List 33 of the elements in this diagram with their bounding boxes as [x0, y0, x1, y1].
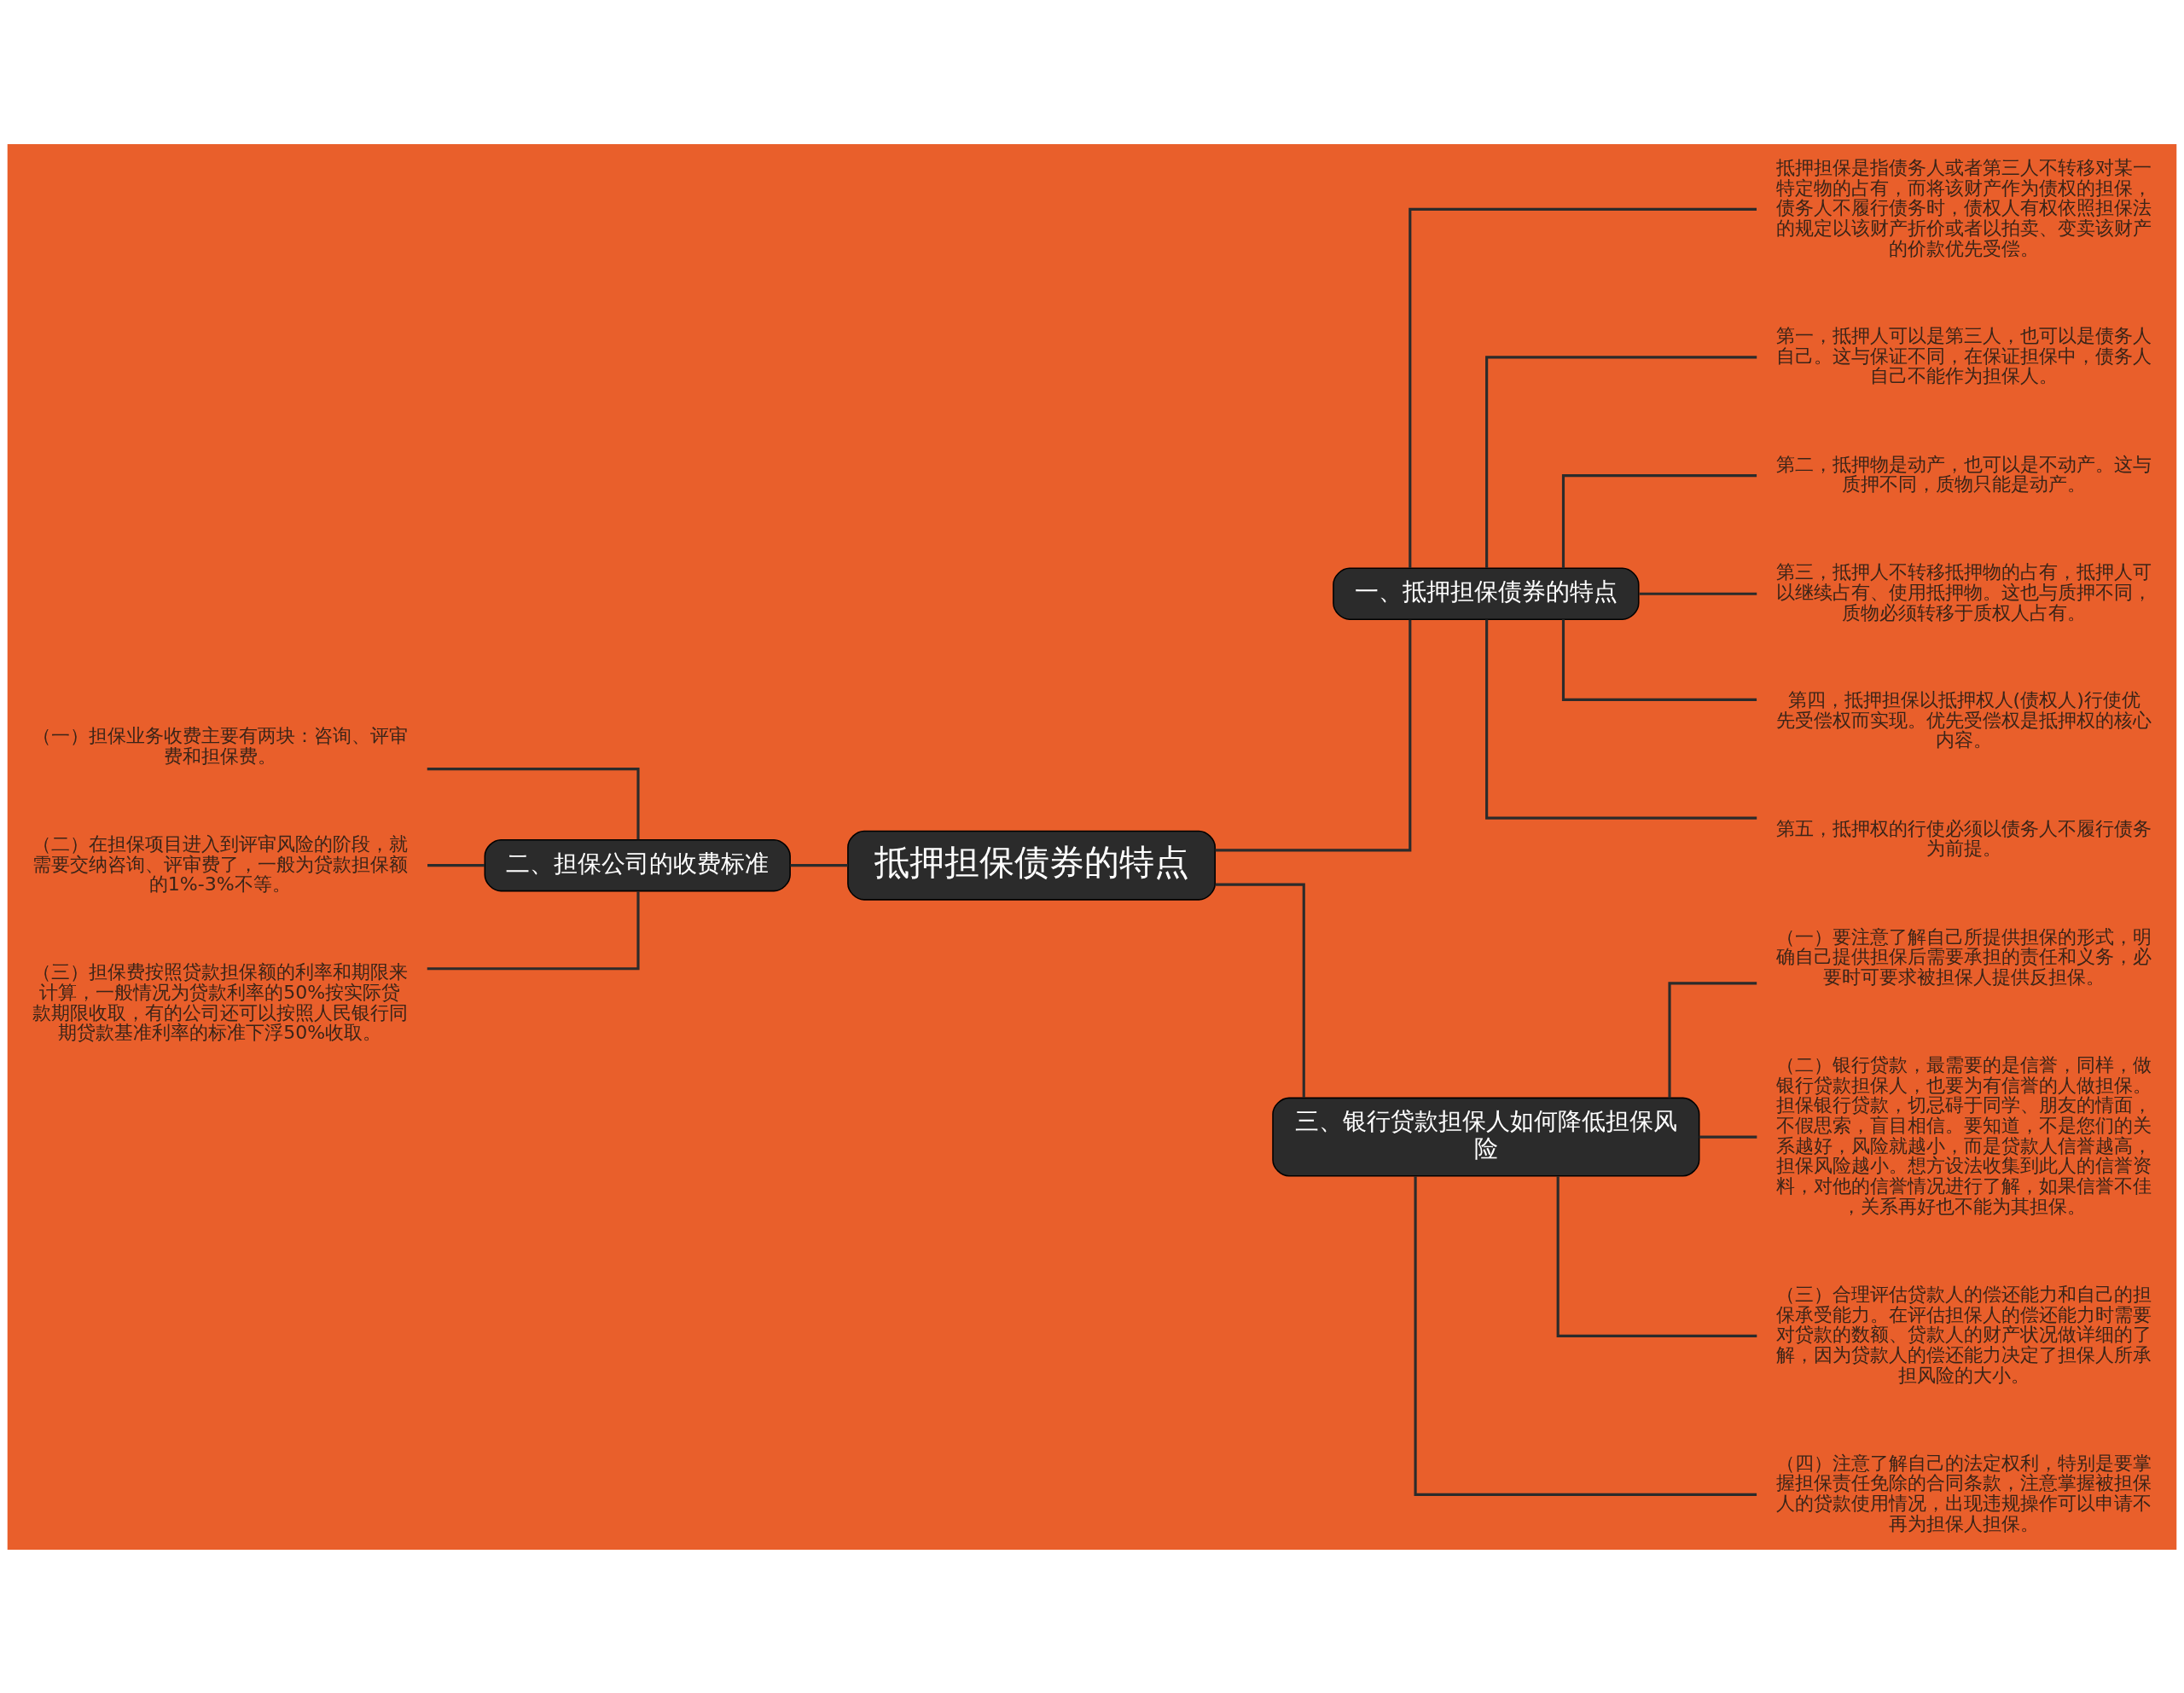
- node-box: 三、银行贷款担保人如何降低担保风险: [1272, 1097, 1700, 1177]
- connector: [1485, 618, 1757, 820]
- connector: [427, 767, 640, 839]
- node-text: （四）注意了解自己的法定权利，特别是要掌握担保责任免除的合同条款，注意掌握被担保人的贷款使用情况，出现违规操作可以申请不再为担保人担保。: [1776, 1452, 2152, 1534]
- connector: [1668, 981, 1757, 1098]
- connector: [427, 863, 485, 867]
- node-text: 第二，抵押物是动产，也可以是不动产。这与质押不同，质物只能是动产。: [1776, 453, 2152, 495]
- node-text: （三）合理评估贷款人的偿还能力和自己的担保承受能力。在评估担保人的偿还能力时需要对贷款的数额、贷款人的财产状况做详细的了解，因为贷款人的偿还能力决定了担保人所承担风险的大小。: [1776, 1283, 2152, 1385]
- node-text: 第四，抵押担保以抵押权人(债权人)行使优先受偿权而实现。优先受偿权是抵押权的核心内容。: [1776, 688, 2152, 751]
- connector: [1215, 883, 1305, 1098]
- connector: [1561, 618, 1757, 701]
- node-box: 一、抵押担保债券的特点: [1333, 567, 1640, 620]
- connector: [1556, 1175, 1757, 1337]
- node-text: （一）担保业务收费主要有两块：咨询、评审费和担保费。: [32, 724, 408, 767]
- connector: [1561, 473, 1757, 568]
- node-text: （二）银行贷款，最需要的是信誉，同样，做银行贷款担保人，也要为有信誉的人做担保。担保银行贷款，切忌碍于同学、朋友的情面，不假思索，盲目相信。要知道，不是您们的关系越好，风险就越小，而是贷款人信誉越高，担保风险越小。想方设法收集到此人的信誉资料，对他的信誉情况进行了解，如果信誉不佳，关系再好也不能为其担保。: [1776, 1053, 2152, 1217]
- connector: [427, 890, 640, 970]
- connector: [1485, 355, 1757, 568]
- node-box: 抵押担保债券的特点: [847, 830, 1216, 901]
- node-text: 第一，抵押人可以是第三人，也可以是债务人自己。这与保证不同，在保证担保中，债务人自己不能作为担保人。: [1776, 324, 2152, 386]
- connector: [1414, 1175, 1757, 1496]
- node-text: （一）要注意了解自己所提供担保的形式，明确自己提供担保后需要承担的责任和义务，必要时可要求被担保人提供反担保。: [1776, 925, 2152, 988]
- node-text: 抵押担保是指债务人或者第三人不转移对某一特定物的占有，而将该财产作为债权的担保，债务人不履行债务时，债权人有权依照担保法的规定以该财产折价或者以拍卖、变卖该财产的价款优先受偿。: [1776, 156, 2152, 259]
- node-text: 第五，抵押权的行使必须以债务人不履行债务为前提。: [1776, 817, 2152, 859]
- connector: [1215, 619, 1412, 851]
- connector: [790, 863, 848, 867]
- node-box: 二、担保公司的收费标准: [484, 838, 791, 891]
- connector: [1409, 207, 1757, 568]
- connector: [1639, 592, 1757, 595]
- node-text: （二）在担保项目进入到评审风险的阶段，就需要交纳咨询、评审费了，一般为贷款担保额的1%-3%不等。: [32, 832, 408, 895]
- node-text: 第三，抵押人不转移抵押物的占有，抵押人可以继续占有、使用抵押物。这也与质押不同，质物必须转移于质权人占有。: [1776, 560, 2152, 623]
- node-text: （三）担保费按照贷款担保额的利率和期限来计算，一般情况为贷款利率的50%按实际贷款期限收取，有的公司还可以按照人民银行同期贷款基准利率的标准下浮50%收取。: [32, 960, 408, 1043]
- connector: [1699, 1135, 1757, 1139]
